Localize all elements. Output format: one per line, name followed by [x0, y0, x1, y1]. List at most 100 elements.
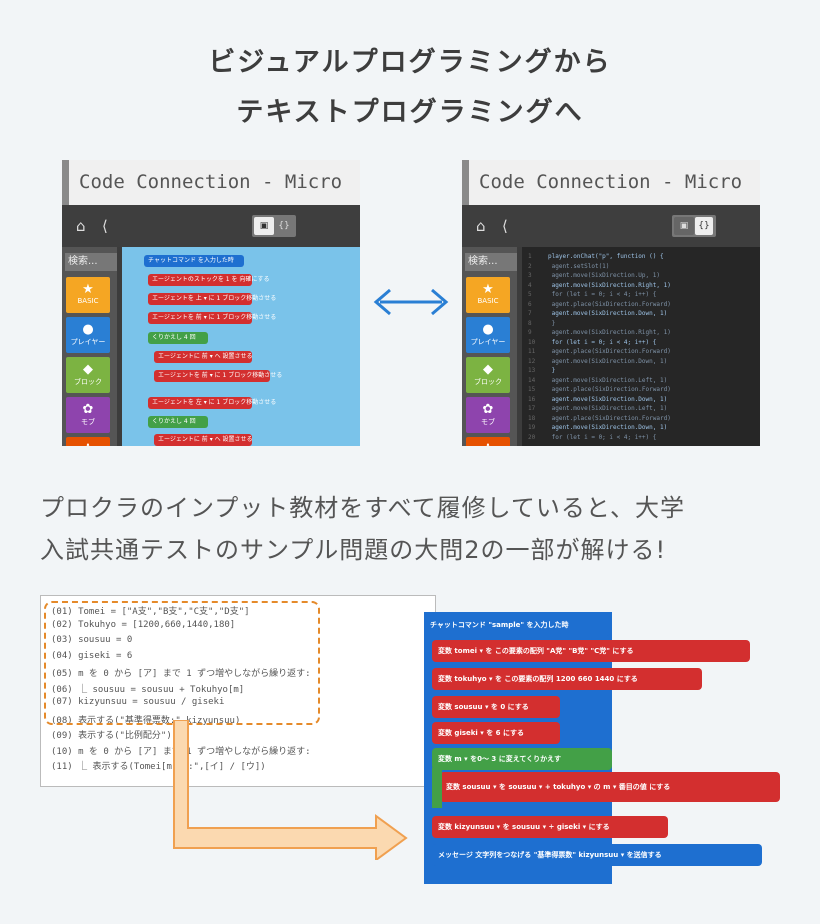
- code-line: 6 agent.place(SixDirection.Forward): [528, 301, 671, 308]
- code-line: 7 agent.move(SixDirection.Down, 1): [528, 310, 667, 317]
- code-line: 4 agent.move(SixDirection.Right, 1): [528, 282, 671, 289]
- code-line: 17 agent.move(SixDirection.Left, 1): [528, 405, 667, 412]
- listing-line: (01) Tomei = ["A支","B支","C支","D支"]: [51, 607, 250, 617]
- block[interactable]: くりかえし 4 回: [148, 332, 208, 344]
- code-text: agent.move(SixDirection.Left, 1): [548, 376, 668, 384]
- toolbar: ⌂ ⟨ ▣ {}: [62, 205, 360, 247]
- share-icon[interactable]: ⟨: [502, 217, 508, 235]
- block[interactable]: エージェントのストックを 1 を 向確にする: [148, 274, 269, 286]
- listing-line: (04) giseki = 6: [51, 650, 133, 661]
- code-text: agent.move(SixDirection.Down, 1): [548, 310, 668, 317]
- code-block[interactable]: 変数 sousuu ▾ を 0 にする: [432, 696, 560, 718]
- code-block[interactable]: 変数 sousuu ▾ を sousuu ▾ + tokuhyo ▾ の m ▾…: [440, 772, 780, 802]
- star-icon: ★: [82, 282, 94, 297]
- code-block[interactable]: 変数 kizyunsuu ▾ を sousuu ▾ ÷ giseki ▾ にする: [432, 816, 668, 838]
- blocks-mode-icon[interactable]: ▣: [254, 217, 274, 235]
- code-text: agent.move(SixDirection.Left, 1): [548, 405, 668, 412]
- window-title: Code Connection - Micro: [462, 160, 760, 205]
- line-number: 16: [528, 395, 536, 403]
- code-block[interactable]: 変数 tomei ▾ を この要素の配列 "A党" "B党" "C党" にする: [432, 640, 750, 662]
- cube-icon: ◆: [483, 362, 493, 377]
- code-text: agent.move(SixDirection.Up, 1): [548, 272, 660, 279]
- line-number: 6: [528, 300, 532, 308]
- category-agent[interactable]: ♟: [466, 437, 510, 446]
- code-line: 10 for (let i = 0; i < 4; i++) {: [528, 339, 656, 346]
- code-block[interactable]: チャットコマンド "sample" を入力した時: [424, 614, 610, 636]
- listing-line: (03) sousuu = 0: [51, 635, 133, 645]
- description-line-1: プロクラのインプット教材をすべて履修していると、大学: [40, 494, 685, 522]
- line-number: 7: [528, 310, 532, 317]
- line-number: 1: [528, 253, 532, 260]
- line-number: 17: [528, 405, 536, 412]
- category-mobs[interactable]: ✿モブ: [466, 397, 510, 433]
- line-number: 3: [528, 272, 532, 279]
- line-number: 20: [528, 433, 536, 441]
- block[interactable]: くりかえし 4 回: [148, 416, 208, 428]
- mode-toggle[interactable]: ▣ {}: [672, 215, 716, 237]
- category-agent[interactable]: ♟: [66, 437, 110, 446]
- category-blocks[interactable]: ◆ブロック: [66, 357, 110, 393]
- category-player[interactable]: ●プレイヤー: [466, 317, 510, 353]
- code-line: 3 agent.move(SixDirection.Up, 1): [528, 272, 660, 279]
- code-mode-icon[interactable]: {}: [695, 217, 713, 235]
- search-input[interactable]: 検索...: [65, 253, 117, 271]
- search-input[interactable]: 検索...: [465, 253, 517, 271]
- block[interactable]: エージェントに 前 ▾ へ 設置させる: [154, 434, 253, 446]
- mode-toggle[interactable]: ▣ {}: [252, 215, 296, 237]
- code-line: 14 agent.move(SixDirection.Left, 1): [528, 377, 667, 384]
- line-number: 4: [528, 281, 532, 289]
- window-title: Code Connection - Micro: [62, 160, 360, 205]
- code-text: agent.place(SixDirection.Forward): [548, 386, 671, 393]
- category-player[interactable]: ●プレイヤー: [66, 317, 110, 353]
- code-line: 5 for (let i = 0; i < 4; i++) {: [528, 291, 656, 298]
- line-number: 5: [528, 291, 532, 298]
- block[interactable]: チャットコマンド を入力した時: [144, 255, 244, 267]
- line-number: 19: [528, 424, 536, 431]
- code-line: 15 agent.place(SixDirection.Forward): [528, 386, 671, 393]
- home-icon[interactable]: ⌂: [476, 217, 486, 235]
- code-text: }: [548, 319, 556, 327]
- home-icon[interactable]: ⌂: [76, 217, 86, 235]
- block[interactable]: エージェントを 前 ▾ に 1 ブロック移動させる: [148, 312, 276, 324]
- code-mode-icon[interactable]: {}: [278, 221, 290, 231]
- block[interactable]: エージェントを 左 ▾ に 1 ブロック移動させる: [148, 397, 276, 409]
- code-line: 20 for (let i = 0; i < 4; i++) {: [528, 434, 656, 441]
- category-basic[interactable]: ★BASIC: [66, 277, 110, 313]
- block[interactable]: エージェントに 前 ▾ へ 設置させる: [154, 351, 253, 363]
- category-basic[interactable]: ★BASIC: [466, 277, 510, 313]
- code-line: 12 agent.move(SixDirection.Down, 1): [528, 358, 667, 365]
- screenshot-block-editor: Code Connection - Micro ⌂ ⟨ ▣ {} 検索... ★…: [62, 160, 360, 446]
- block[interactable]: エージェントを 前 ▾ に 1 ブロック移動させる: [154, 370, 282, 382]
- heading-line-2: テキストプログラミングへ: [236, 97, 584, 128]
- listing-line: (05) m を 0 から [ア] まで 1 ずつ増やしながら繰り返す:: [51, 669, 311, 679]
- code-line: 2 agent.setSlot(1): [528, 263, 609, 270]
- line-number: 15: [528, 386, 536, 393]
- block[interactable]: エージェントを 上 ▾ に 1 ブロック移動させる: [148, 293, 276, 305]
- share-icon[interactable]: ⟨: [102, 217, 108, 235]
- code-text: agent.place(SixDirection.Forward): [548, 300, 671, 308]
- code-line: 11 agent.place(SixDirection.Forward): [528, 348, 671, 355]
- player-icon: ●: [82, 322, 94, 337]
- category-blocks[interactable]: ◆ブロック: [466, 357, 510, 393]
- code-block[interactable]: メッセージ 文字列をつなげる "基準得票数" kizyunsuu ▾ を送信する: [432, 844, 762, 866]
- description-line-2: 入試共通テストのサンプル問題の大問2の一部が解ける!: [40, 536, 667, 564]
- code-line: 8 }: [528, 320, 555, 327]
- double-arrow-icon: [373, 288, 449, 316]
- code-block[interactable]: 変数 giseki ▾ を 6 にする: [432, 722, 560, 744]
- line-number: 12: [528, 357, 536, 365]
- code-block[interactable]: 変数 m ▾ を0〜 3 に変えてくりかえす: [432, 748, 612, 770]
- category-mobs[interactable]: ✿モブ: [66, 397, 110, 433]
- code-line: 16 agent.move(SixDirection.Down, 1): [528, 396, 667, 403]
- listing-line: (06) ⎿ sousuu = sousuu + Tokuhyo[m]: [51, 684, 245, 695]
- code-block[interactable]: 変数 tokuhyo ▾ を この要素の配列 1200 660 1440 にする: [432, 668, 702, 690]
- line-number: 18: [528, 414, 536, 422]
- code-line: 18 agent.place(SixDirection.Forward): [528, 415, 671, 422]
- line-number: 9: [528, 329, 532, 336]
- code-text: for (let i = 0; i < 4; i++) {: [548, 433, 657, 441]
- loop-body-bar: [432, 768, 442, 808]
- orange-arrow-icon: [173, 720, 408, 860]
- code-text: }: [548, 367, 556, 374]
- category-sidebar: 検索... ★BASIC ●プレイヤー ◆ブロック ✿モブ ♟: [462, 247, 517, 446]
- blocks-mode-icon[interactable]: ▣: [674, 217, 694, 235]
